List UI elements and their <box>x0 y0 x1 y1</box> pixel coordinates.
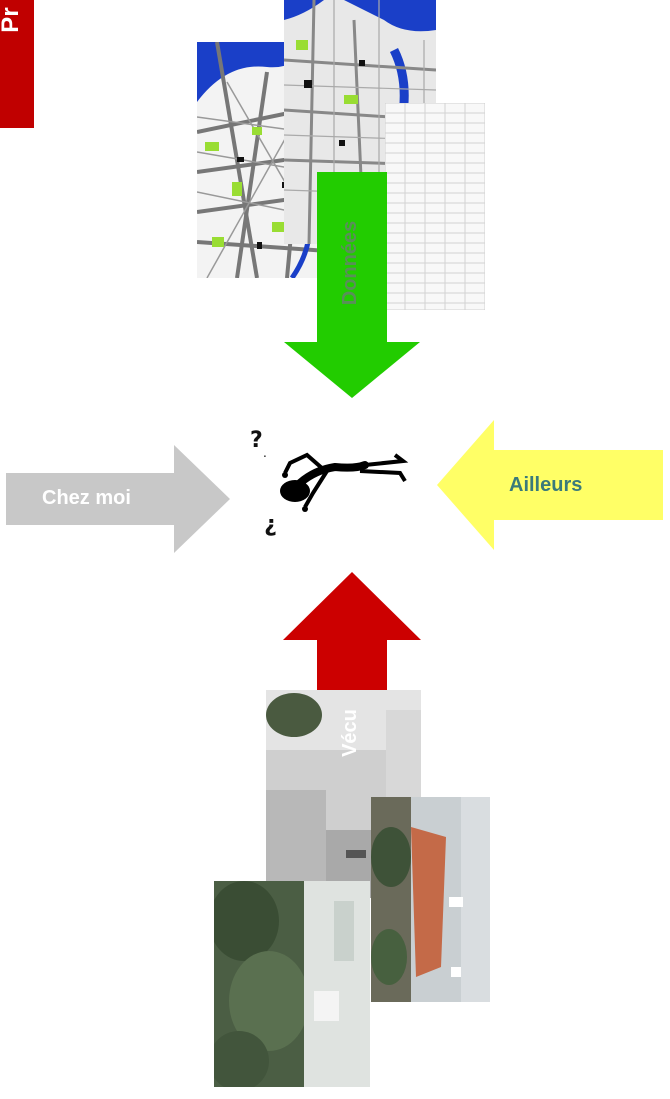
svg-text:?: ? <box>264 513 277 538</box>
svg-text:.: . <box>263 446 267 460</box>
ailleurs-arrow <box>437 420 663 550</box>
ailleurs-label: Ailleurs <box>509 474 583 496</box>
donnees-arrow-shape <box>284 172 420 398</box>
chez-moi-arrow <box>6 445 230 553</box>
ailleurs-arrow-shape <box>437 420 663 550</box>
slide-title-tab: Pr <box>0 0 34 128</box>
vecu-label: Vécu <box>339 709 361 757</box>
slide-title-text: Pr <box>0 7 24 33</box>
photo-park-trees <box>214 881 370 1087</box>
donnees-arrow <box>284 172 420 398</box>
chez-moi-label: Chez moi <box>42 487 131 509</box>
donnees-label: Données <box>339 220 361 306</box>
chez-moi-arrow-shape <box>6 445 230 553</box>
svg-text:?: ? <box>250 428 263 453</box>
data-table-image <box>385 103 485 310</box>
photo-courtyard <box>371 797 490 1002</box>
confused-figure-icon: ? . ? <box>250 428 409 538</box>
